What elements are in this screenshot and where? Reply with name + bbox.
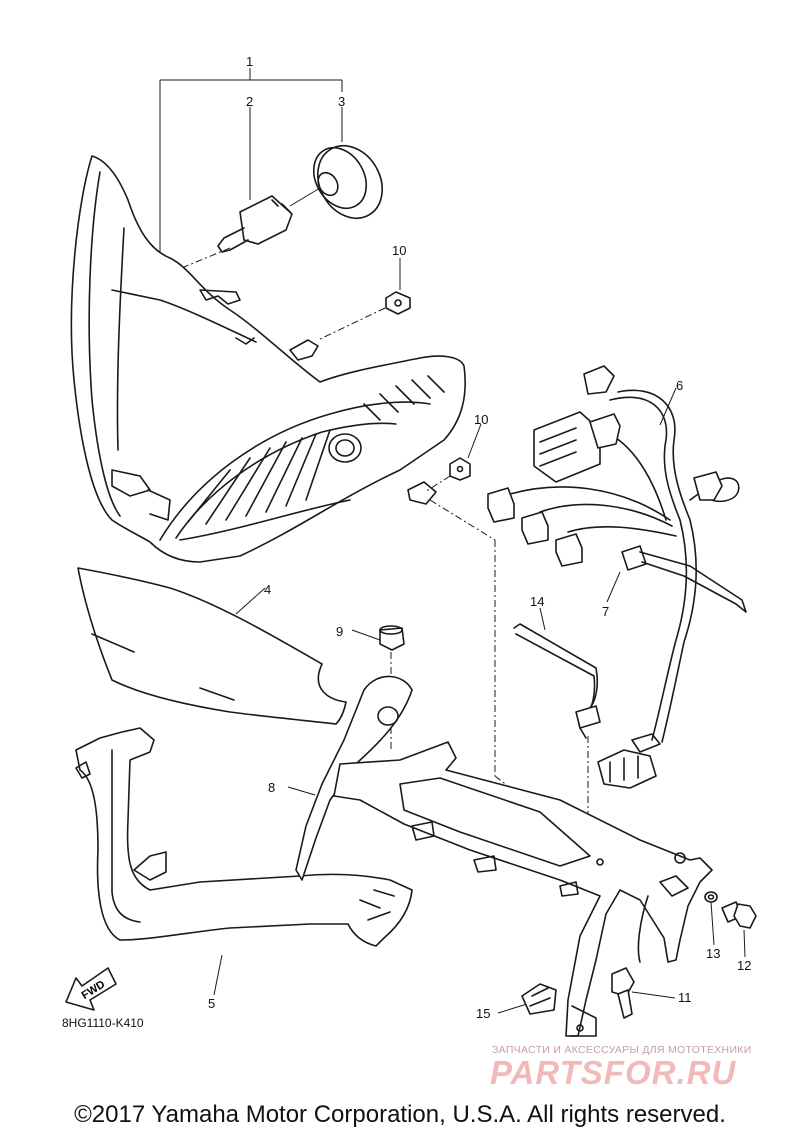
bolt-right — [721, 901, 757, 929]
headlight-stay — [295, 675, 713, 1037]
headlight-bulb — [217, 195, 293, 253]
callout-11: 11 — [678, 990, 692, 1005]
callout-10-lower: 10 — [474, 412, 488, 427]
callout-1: 1 — [246, 54, 253, 69]
copyright-notice: ©2017 Yamaha Motor Corporation, U.S.A. A… — [74, 1101, 726, 1128]
grommet — [379, 625, 405, 651]
headlight-assembly — [70, 155, 466, 563]
callout-8: 8 — [268, 780, 275, 795]
callout-6: 6 — [676, 378, 683, 393]
nut-lower — [449, 457, 471, 481]
callout-3: 3 — [338, 94, 345, 109]
callout-2: 2 — [246, 94, 253, 109]
socket-cover — [289, 145, 383, 219]
callout-5: 5 — [208, 996, 215, 1011]
inner-panel — [77, 567, 347, 725]
side-cowling — [75, 727, 413, 947]
callout-15: 15 — [476, 1006, 490, 1021]
bolt-lower — [611, 967, 635, 1019]
diagram-code: 8HG1110-K410 — [62, 1016, 144, 1030]
fwd-arrow: FWD — [65, 967, 117, 1011]
callout-7: 7 — [602, 604, 609, 619]
sub-wire-harness — [487, 365, 740, 789]
callout-4: 4 — [264, 582, 271, 597]
washer — [704, 891, 718, 903]
clamp — [521, 983, 557, 1015]
callout-13: 13 — [706, 946, 720, 961]
watermark-logo: PARTSFOR.RU — [490, 1054, 737, 1091]
callout-10-upper: 10 — [392, 243, 406, 258]
watermark-caption: ЗАПЧАСТИ И АКСЕССУАРЫ ДЛЯ МОТОТЕХНИКИ — [492, 1044, 752, 1056]
callouts: 1 2 3 4 5 6 7 8 9 10 10 11 12 13 14 15 — [208, 54, 751, 1021]
callout-9: 9 — [336, 624, 343, 639]
callout-12: 12 — [737, 958, 751, 973]
callout-14: 14 — [530, 594, 544, 609]
cable-tie — [513, 623, 601, 739]
cable-tie-harness — [621, 545, 747, 613]
nut-upper — [385, 291, 411, 315]
